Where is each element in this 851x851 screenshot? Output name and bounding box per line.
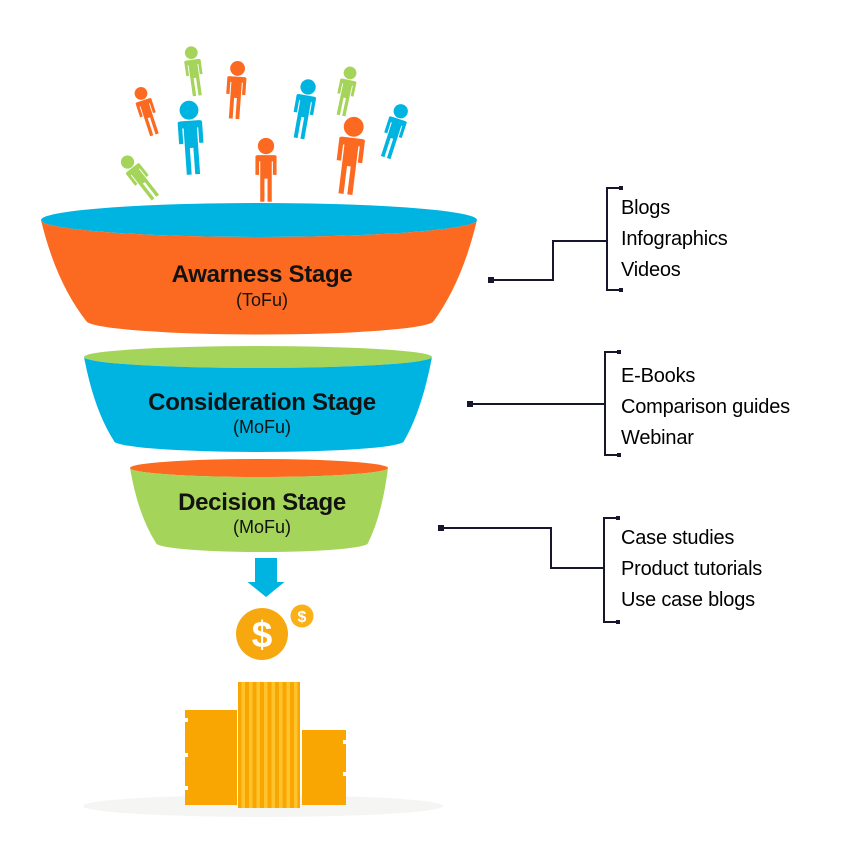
connector-line-3: [442, 527, 603, 569]
stage1-body: [41, 220, 477, 335]
stage2-body: [84, 357, 432, 452]
connector-endpoints: [438, 186, 623, 624]
audience-people-group: [116, 45, 412, 203]
stage2-rim-ellipse: [84, 346, 432, 368]
coin-stack-left: [185, 710, 237, 805]
connector-dot: [488, 277, 494, 283]
person-icon: [332, 64, 360, 118]
stage3-body: [130, 468, 388, 552]
bracket-2: [604, 351, 619, 456]
connector-line-1: [492, 240, 606, 281]
person-icon: [289, 77, 320, 141]
bracket-cap: [616, 516, 620, 520]
dollar-coins-group: $ $: [236, 604, 314, 660]
person-icon: [376, 101, 412, 161]
connector-dot: [467, 401, 473, 407]
bracket-cap: [617, 350, 621, 354]
bracket-cap: [616, 620, 620, 624]
annotation-connectors: [442, 187, 621, 623]
coin-small: [290, 604, 314, 628]
connector-dot: [438, 525, 444, 531]
coin-stack-right: [302, 730, 346, 805]
coin-large-dollar: $: [252, 614, 273, 655]
coin-notch: [183, 753, 188, 757]
person-icon: [332, 115, 368, 196]
bracket-cap: [619, 288, 623, 292]
coin-stacks-group: [183, 682, 348, 808]
bracket-3: [603, 517, 618, 623]
stage3-rim-ellipse: [130, 459, 388, 477]
stage1-rim-ellipse: [41, 203, 477, 237]
person-icon: [255, 137, 277, 202]
down-arrow-icon: [247, 558, 285, 597]
coin-small-dollar: $: [298, 609, 307, 626]
person-icon: [182, 45, 206, 97]
person-icon: [131, 84, 163, 138]
coin-notch: [343, 772, 348, 776]
person-icon: [176, 99, 206, 176]
coin-stack-middle: [238, 682, 300, 808]
bracket-cap: [619, 186, 623, 190]
coin-notch: [183, 718, 188, 722]
coin-large: [236, 608, 288, 660]
coin-notch: [343, 740, 348, 744]
person-icon: [224, 60, 248, 120]
coin-notch: [183, 786, 188, 790]
bracket-cap: [617, 453, 621, 457]
bracket-1: [606, 187, 621, 291]
person-icon: [116, 151, 163, 203]
